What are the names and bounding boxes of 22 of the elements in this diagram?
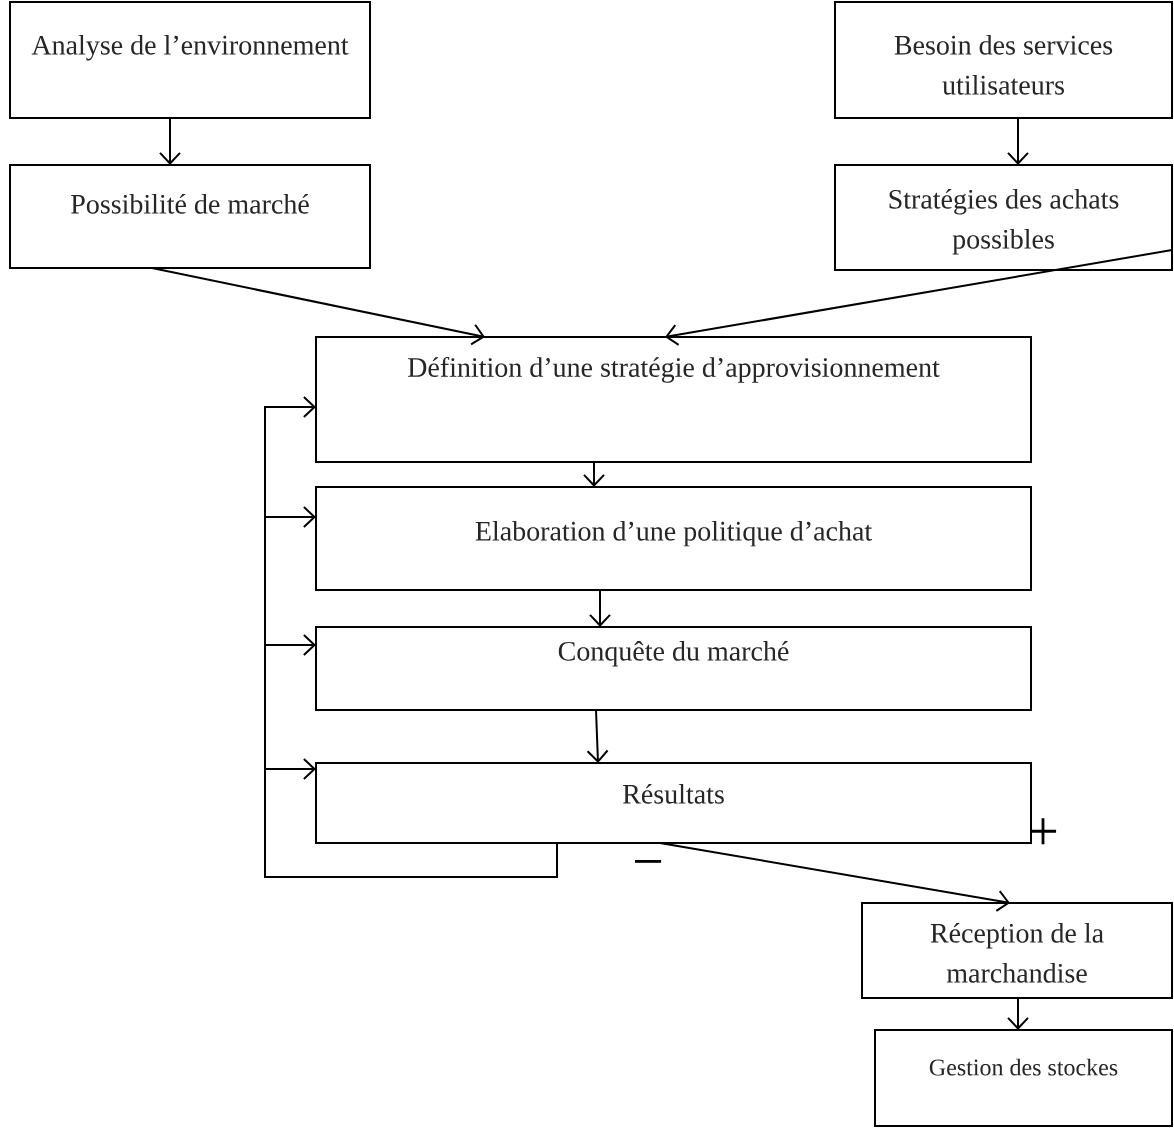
process-box: Réception de la marchandise [861,902,1173,999]
arrow [659,842,1010,912]
process-box: Besoin des services utilisateurs [834,1,1173,119]
arrow [1007,117,1029,165]
process-box: Résultats [315,762,1032,844]
arrow [589,589,611,627]
process-box: Gestion des stockes [874,1029,1173,1127]
arrow [583,461,605,487]
process-box: Stratégies des achats possibles [834,164,1173,271]
arrow [1007,997,1029,1030]
process-box: Possibilité de marché [9,164,371,269]
arrow [665,249,1173,346]
process-box: Définition d’une stratégie d’approvisionnement [315,336,1032,463]
arrow [264,758,558,878]
process-box: Analyse de l’environnement [9,1,371,119]
sign-label: − [635,860,662,863]
arrow [151,267,485,346]
process-box: Elaboration d’une politique d’achat [315,486,1032,591]
arrow [159,117,181,165]
process-box: Conquête du marché [315,626,1032,711]
sign-label: + [1030,818,1057,845]
arrow [586,709,609,763]
